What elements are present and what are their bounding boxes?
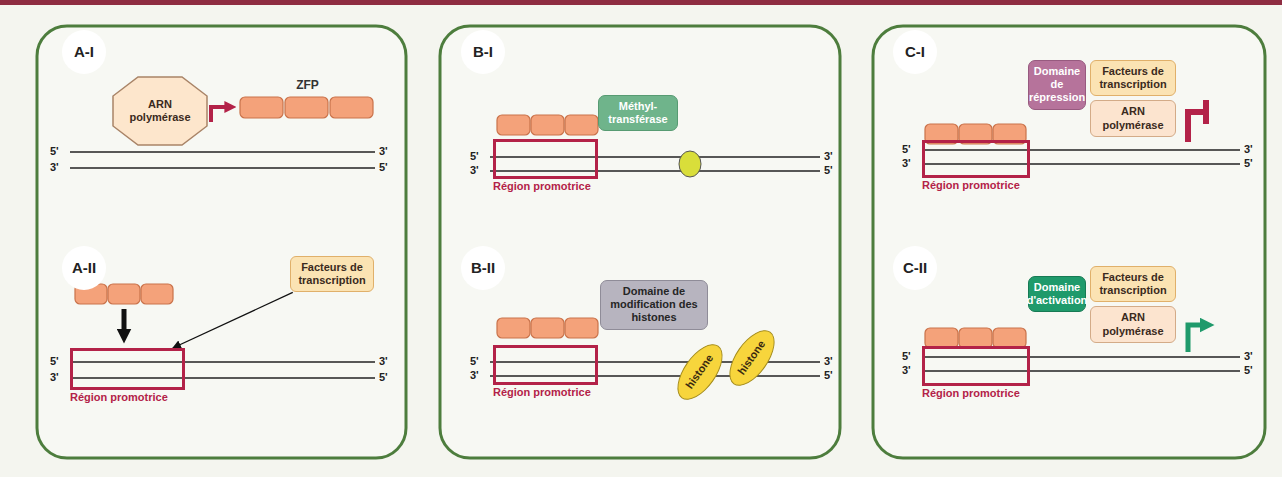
strand-end-label: 3' bbox=[50, 372, 59, 383]
strand-end-label: 5' bbox=[470, 356, 479, 367]
strand-end-label: 3' bbox=[379, 146, 388, 157]
polymerase-box: ARN polymérase bbox=[1090, 100, 1176, 136]
panel-label: A-I bbox=[62, 30, 106, 74]
strand-end-label: 3' bbox=[1244, 144, 1253, 155]
zfp-protein: ZFP bbox=[240, 97, 375, 118]
domain-box: Domaine d'activation bbox=[1028, 276, 1086, 312]
node-text: ARN polymérase bbox=[1094, 311, 1172, 337]
strand-end-label: 3' bbox=[470, 370, 479, 381]
node-text: Région promotrice bbox=[922, 179, 1020, 192]
strand-end-label: 5' bbox=[50, 146, 59, 157]
node-text: Domaine de répression bbox=[1029, 65, 1085, 105]
node-text: C-II bbox=[903, 259, 927, 277]
dna-strands bbox=[70, 150, 1240, 378]
factor-box: Facteurs de transcription bbox=[1090, 266, 1176, 302]
node-text: C-I bbox=[905, 43, 925, 61]
strand-end-label: 3' bbox=[824, 151, 833, 162]
strand-end-label: 5' bbox=[902, 144, 911, 155]
repression-symbol bbox=[1188, 100, 1206, 142]
strand-end-label: 5' bbox=[50, 356, 59, 367]
promoter-region: Région promotrice bbox=[493, 139, 598, 179]
strand-end-label: 3' bbox=[902, 158, 911, 169]
node-text: ARN polymérase bbox=[126, 98, 194, 124]
strand-end-label: 5' bbox=[824, 370, 833, 381]
strand-end-label: 3' bbox=[902, 365, 911, 376]
histone-cylinder: histone bbox=[669, 337, 732, 408]
node-text: A-II bbox=[72, 259, 96, 277]
node-text: histone bbox=[683, 352, 716, 392]
top-bar bbox=[0, 0, 1282, 5]
connector-arrow bbox=[173, 292, 293, 348]
strand-end-label: 3' bbox=[50, 162, 59, 173]
node-text: Région promotrice bbox=[493, 180, 591, 193]
domain-box: Domaine de répression bbox=[1028, 60, 1086, 110]
panel-label: C-II bbox=[893, 246, 937, 290]
polymerase-octagon: ARN polymérase bbox=[112, 76, 208, 146]
node-text: Facteurs de transcription bbox=[294, 261, 370, 287]
node-text: Région promotrice bbox=[922, 387, 1020, 400]
strand-end-label: 3' bbox=[824, 356, 833, 367]
methyl-mark bbox=[679, 151, 701, 177]
panel bbox=[440, 26, 840, 458]
factor-box: Facteurs de transcription bbox=[1090, 60, 1176, 96]
node-text: Domaine de modification des histones bbox=[604, 285, 704, 325]
node-text: Domaine d'activation bbox=[1027, 281, 1088, 307]
node-text: B-I bbox=[473, 43, 493, 61]
strand-end-label: 3' bbox=[470, 165, 479, 176]
node-text: Facteurs de transcription bbox=[1094, 271, 1172, 297]
domain-box: Domaine de modification des histones bbox=[600, 280, 708, 330]
node-text: Région promotrice bbox=[493, 386, 591, 399]
strand-end-label: 5' bbox=[1244, 365, 1253, 376]
strand-end-label: 5' bbox=[379, 162, 388, 173]
node-text: ARN polymérase bbox=[1094, 105, 1172, 131]
node-text: Facteurs de transcription bbox=[1094, 65, 1172, 91]
node-text: Méthyl-transférase bbox=[602, 100, 674, 126]
enzyme-box: Méthyl-transférase bbox=[598, 95, 678, 131]
strand-end-label: 5' bbox=[902, 351, 911, 362]
node-text: B-II bbox=[471, 259, 495, 277]
promoter-region: Région promotrice bbox=[493, 345, 598, 385]
promoter-region: Région promotrice bbox=[922, 140, 1030, 178]
zinc-finger-blocks bbox=[75, 97, 1026, 348]
panel-label: B-I bbox=[461, 30, 505, 74]
panel-label: C-I bbox=[893, 30, 937, 74]
strand-end-label: 3' bbox=[1244, 351, 1253, 362]
node-text: A-I bbox=[74, 43, 94, 61]
strand-end-label: 5' bbox=[379, 372, 388, 383]
promoter-region: Région promotrice bbox=[70, 348, 185, 390]
factor-box: Facteurs de transcription bbox=[290, 256, 374, 292]
node-text: histone bbox=[735, 338, 768, 378]
promoter-region: Région promotrice bbox=[922, 346, 1030, 386]
activation-arrow bbox=[1188, 325, 1204, 352]
node-text: Région promotrice bbox=[70, 391, 168, 404]
panel-label: B-II bbox=[461, 246, 505, 290]
binding-arrow bbox=[122, 309, 127, 336]
panel bbox=[37, 26, 406, 458]
node-text: ZFP bbox=[240, 78, 375, 92]
strand-end-label: 3' bbox=[379, 356, 388, 367]
histone-cylinder: histone bbox=[721, 323, 784, 394]
strand-end-label: 5' bbox=[824, 165, 833, 176]
panel-label: A-II bbox=[62, 246, 106, 290]
promoter-arrow bbox=[211, 107, 228, 122]
strand-end-label: 5' bbox=[1244, 158, 1253, 169]
polymerase-box: ARN polymérase bbox=[1090, 306, 1176, 342]
strand-end-label: 5' bbox=[470, 151, 479, 162]
panel bbox=[873, 26, 1265, 458]
